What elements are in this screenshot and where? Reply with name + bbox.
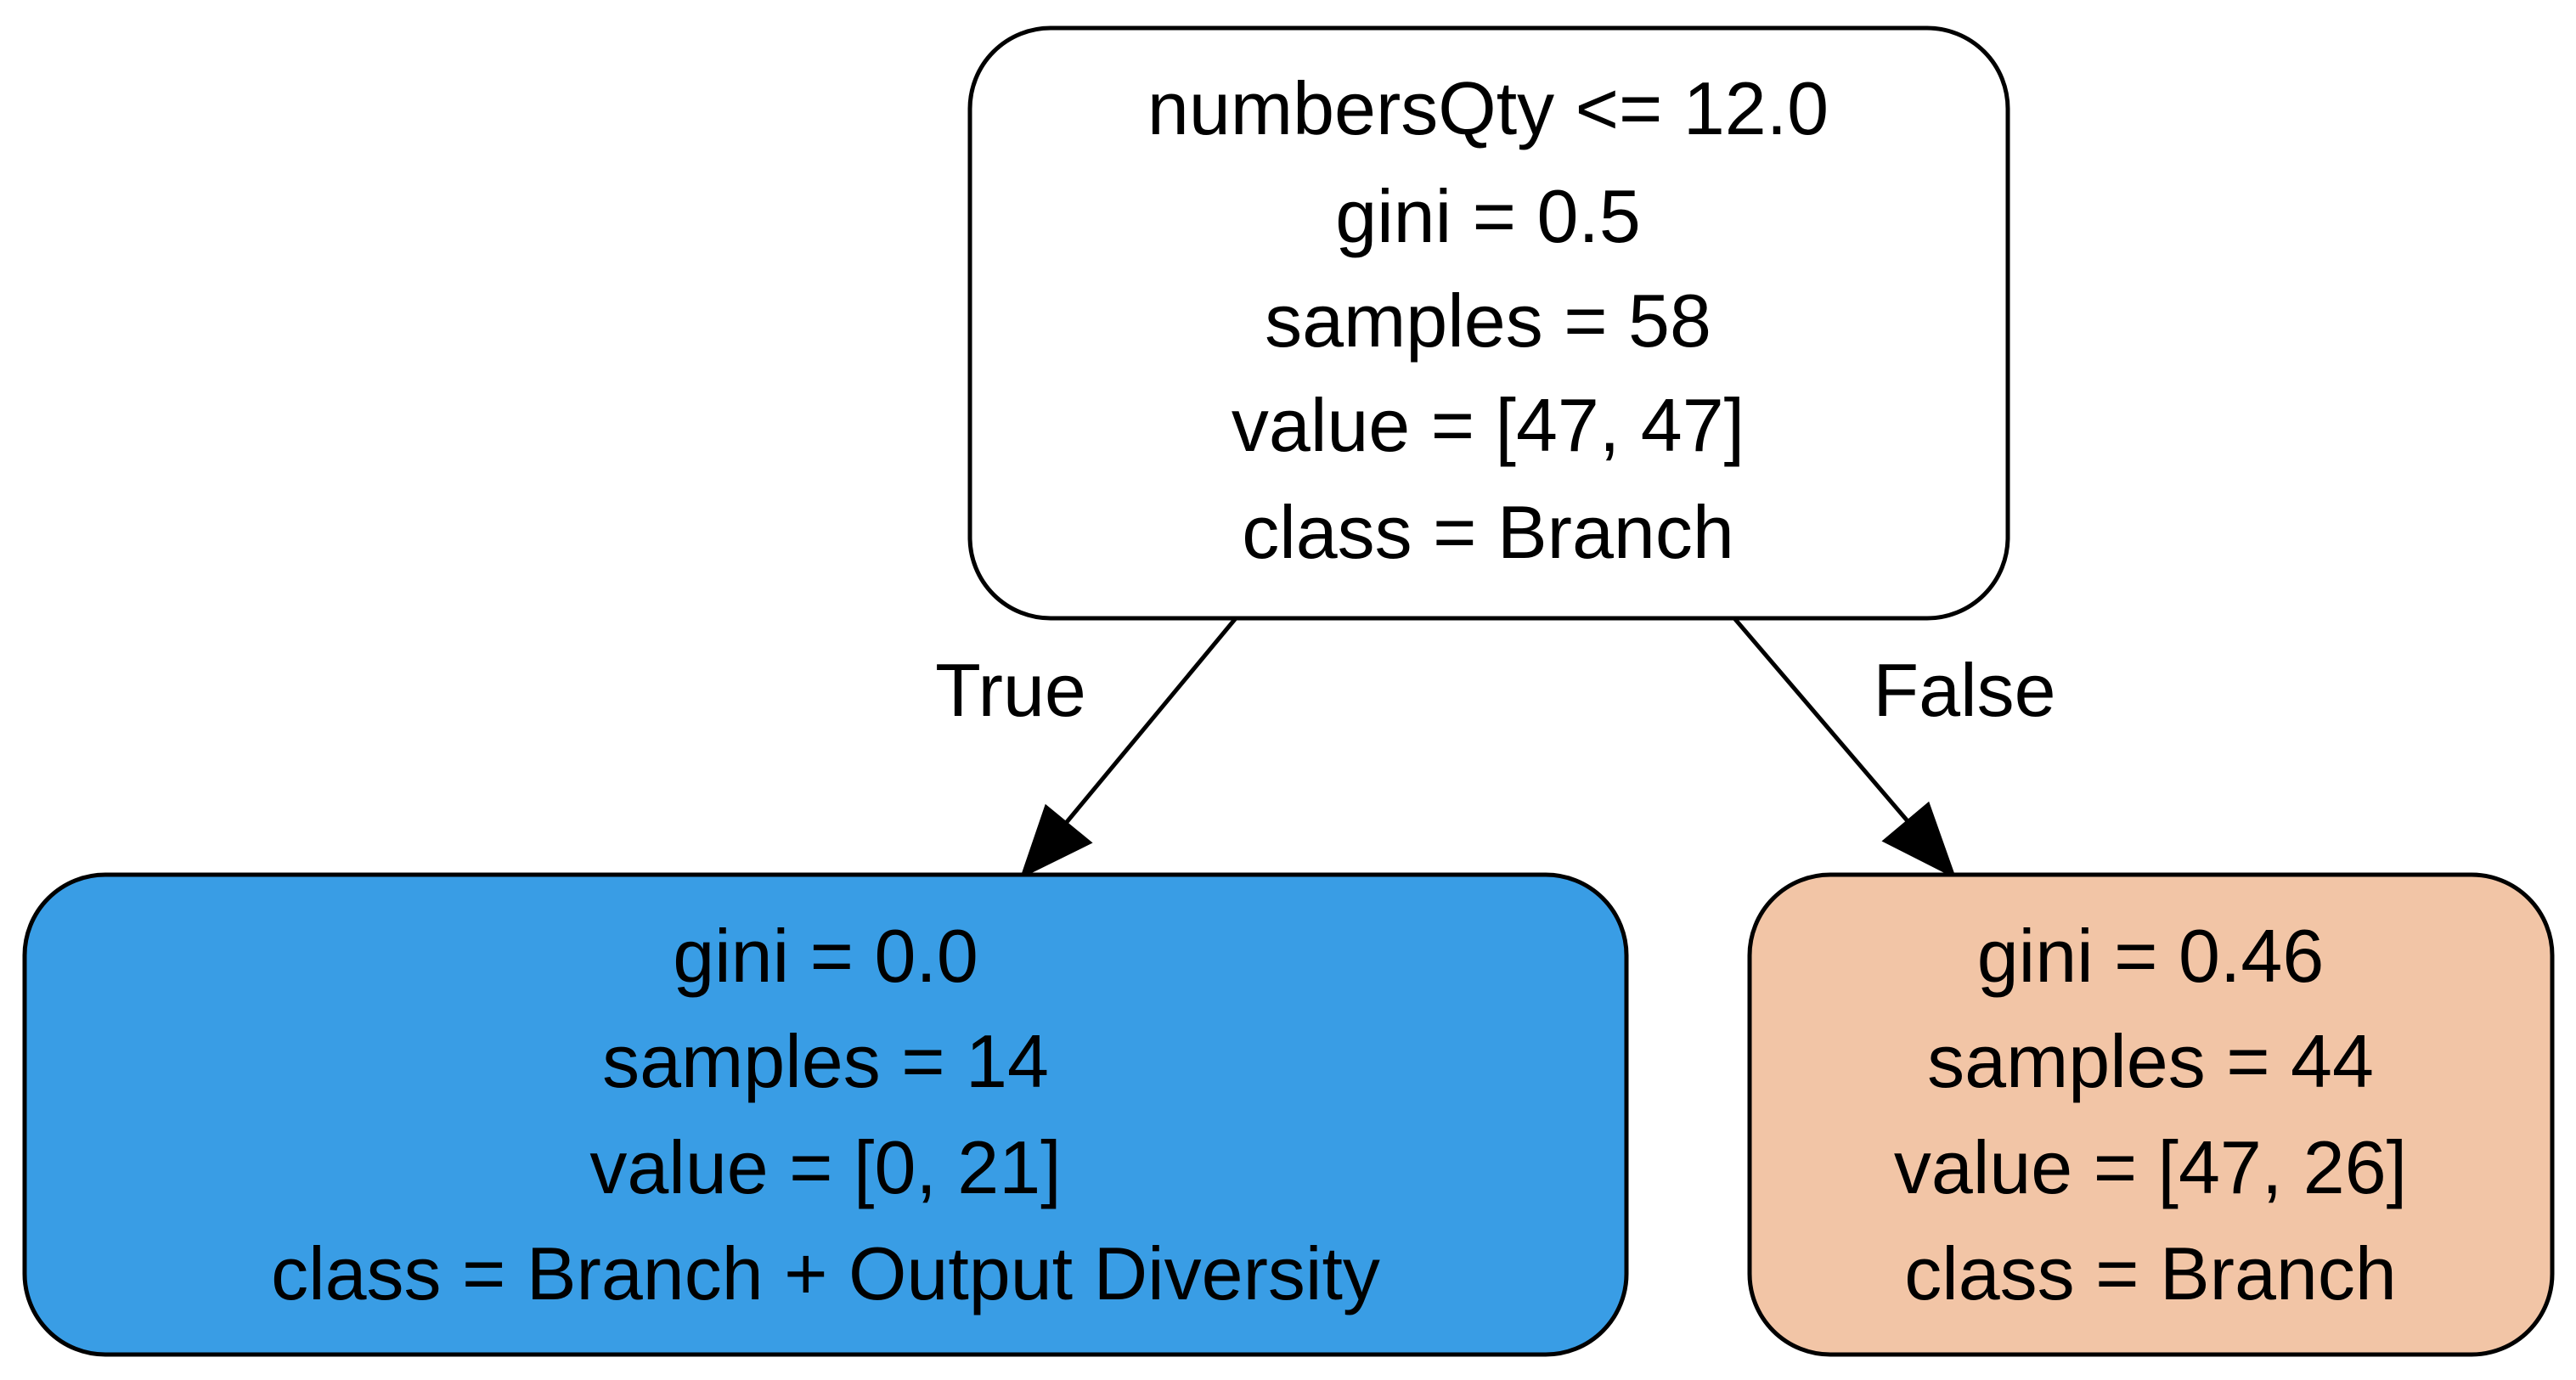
node-root-line-1: numbersQty <= 12.0 (1147, 66, 1829, 150)
node-root-box (967, 25, 2010, 621)
node-right-line-1: gini = 0.46 (1977, 914, 2325, 998)
edge-true-line (1065, 617, 1237, 824)
node-right-leaf: gini = 0.46 samples = 44 value = [47, 26… (1747, 872, 2555, 1357)
node-root-line-3: samples = 58 (1265, 279, 1711, 363)
node-root: numbersQty <= 12.0 gini = 0.5 samples = … (967, 25, 2010, 621)
edge-false-line (1733, 617, 1910, 824)
node-left-line-4: class = Branch + Output Diversity (271, 1231, 1380, 1315)
edge-false (1733, 617, 1957, 880)
node-left-line-2: samples = 14 (602, 1019, 1049, 1103)
edge-true-label: True (935, 648, 1086, 732)
node-left-line-1: gini = 0.0 (673, 914, 978, 998)
edge-false-arrowhead (1881, 801, 1957, 880)
edge-true-arrowhead (1019, 803, 1093, 879)
node-root-line-5: class = Branch (1242, 490, 1734, 574)
node-right-line-3: value = [47, 26] (1894, 1125, 2407, 1209)
node-right-line-2: samples = 44 (1927, 1019, 2374, 1103)
edge-false-label: False (1873, 648, 2055, 732)
edge-true (1019, 617, 1237, 879)
node-left-leaf: gini = 0.0 samples = 14 value = [0, 21] … (22, 872, 1629, 1357)
node-left-line-3: value = [0, 21] (589, 1125, 1061, 1209)
node-left-box (22, 872, 1629, 1357)
node-root-line-2: gini = 0.5 (1335, 174, 1641, 258)
node-right-line-4: class = Branch (1904, 1231, 2397, 1315)
node-right-box (1747, 872, 2555, 1357)
node-root-line-4: value = [47, 47] (1232, 383, 1745, 467)
